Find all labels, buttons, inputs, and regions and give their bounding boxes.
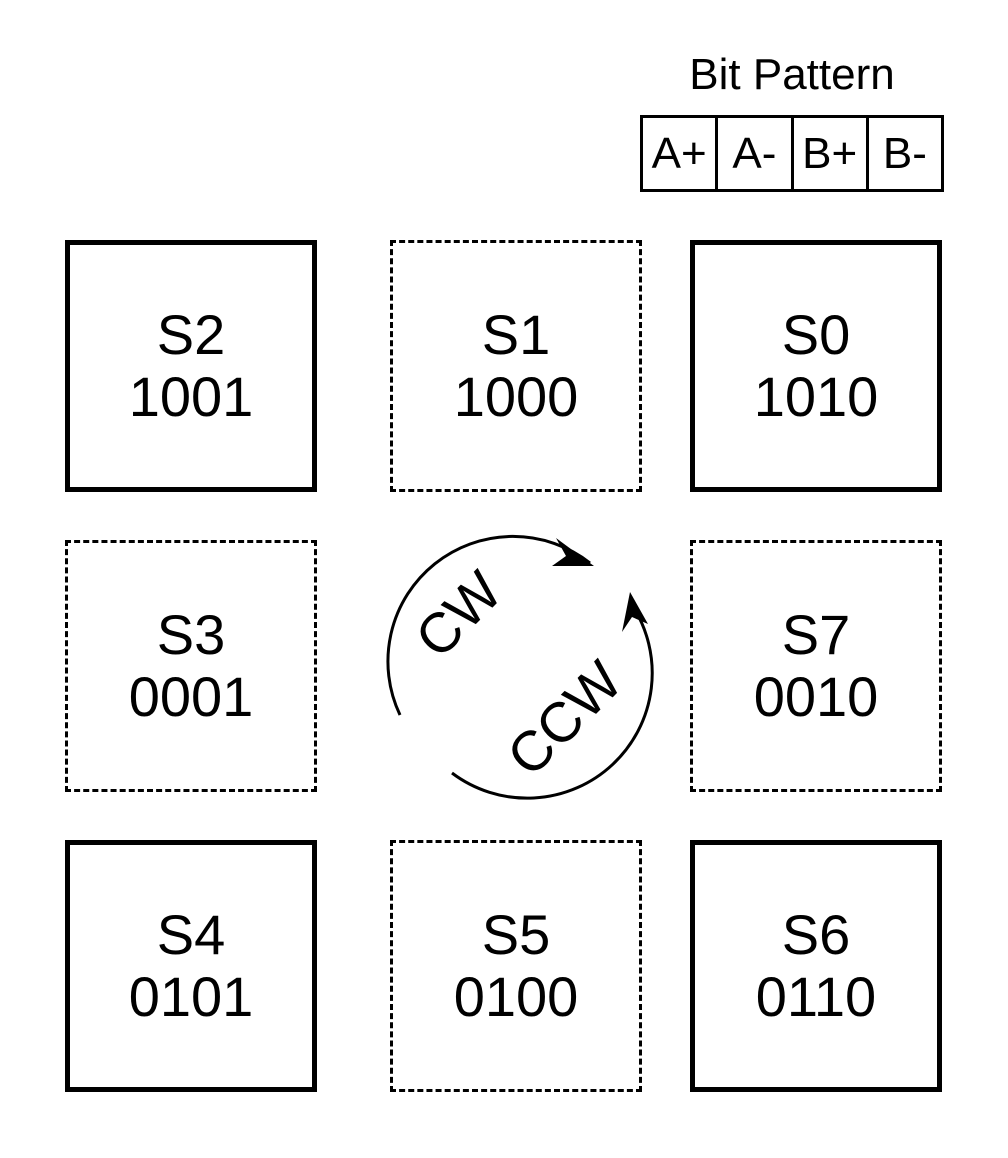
state-s1: S1 1000 [390, 240, 642, 492]
state-s0: S0 1010 [690, 240, 942, 492]
ccw-arrowhead [622, 592, 648, 632]
state-s4: S4 0101 [65, 840, 317, 1092]
legend-cell-a-minus: A- [718, 118, 794, 189]
state-name: S0 [781, 303, 851, 366]
legend-cell-a-plus: A+ [643, 118, 719, 189]
state-name: S2 [156, 303, 226, 366]
state-name: S4 [156, 903, 226, 966]
state-s3: S3 0001 [65, 540, 317, 792]
legend-cell-b-plus: B+ [794, 118, 869, 189]
state-s6: S6 0110 [690, 840, 942, 1092]
state-name: S3 [156, 603, 226, 666]
state-bits: 1001 [128, 365, 254, 428]
state-bits: 0100 [453, 965, 579, 1028]
cw-label: CW [403, 559, 514, 670]
state-name: S1 [481, 303, 551, 366]
state-bits: 0110 [755, 965, 877, 1028]
state-name: S6 [781, 903, 851, 966]
bit-pattern-legend: A+ A- B+ B- [640, 115, 944, 192]
state-s2: S2 1001 [65, 240, 317, 492]
state-bits: 0010 [753, 665, 879, 728]
state-s5: S5 0100 [390, 840, 642, 1092]
legend-title: Bit Pattern [689, 50, 895, 99]
legend-cell-b-minus: B- [882, 128, 927, 178]
state-bits: 0101 [128, 965, 254, 1028]
cw-arc [386, 534, 591, 716]
ccw-arc [451, 604, 654, 800]
ccw-label: CCW [495, 649, 634, 788]
state-s7: S7 0010 [690, 540, 942, 792]
state-bits: 1000 [453, 365, 579, 428]
cw-arrowhead [552, 538, 594, 566]
state-bits: 0001 [128, 665, 254, 728]
state-bits: 1010 [753, 365, 879, 428]
state-name: S5 [481, 903, 551, 966]
state-name: S7 [781, 603, 851, 666]
